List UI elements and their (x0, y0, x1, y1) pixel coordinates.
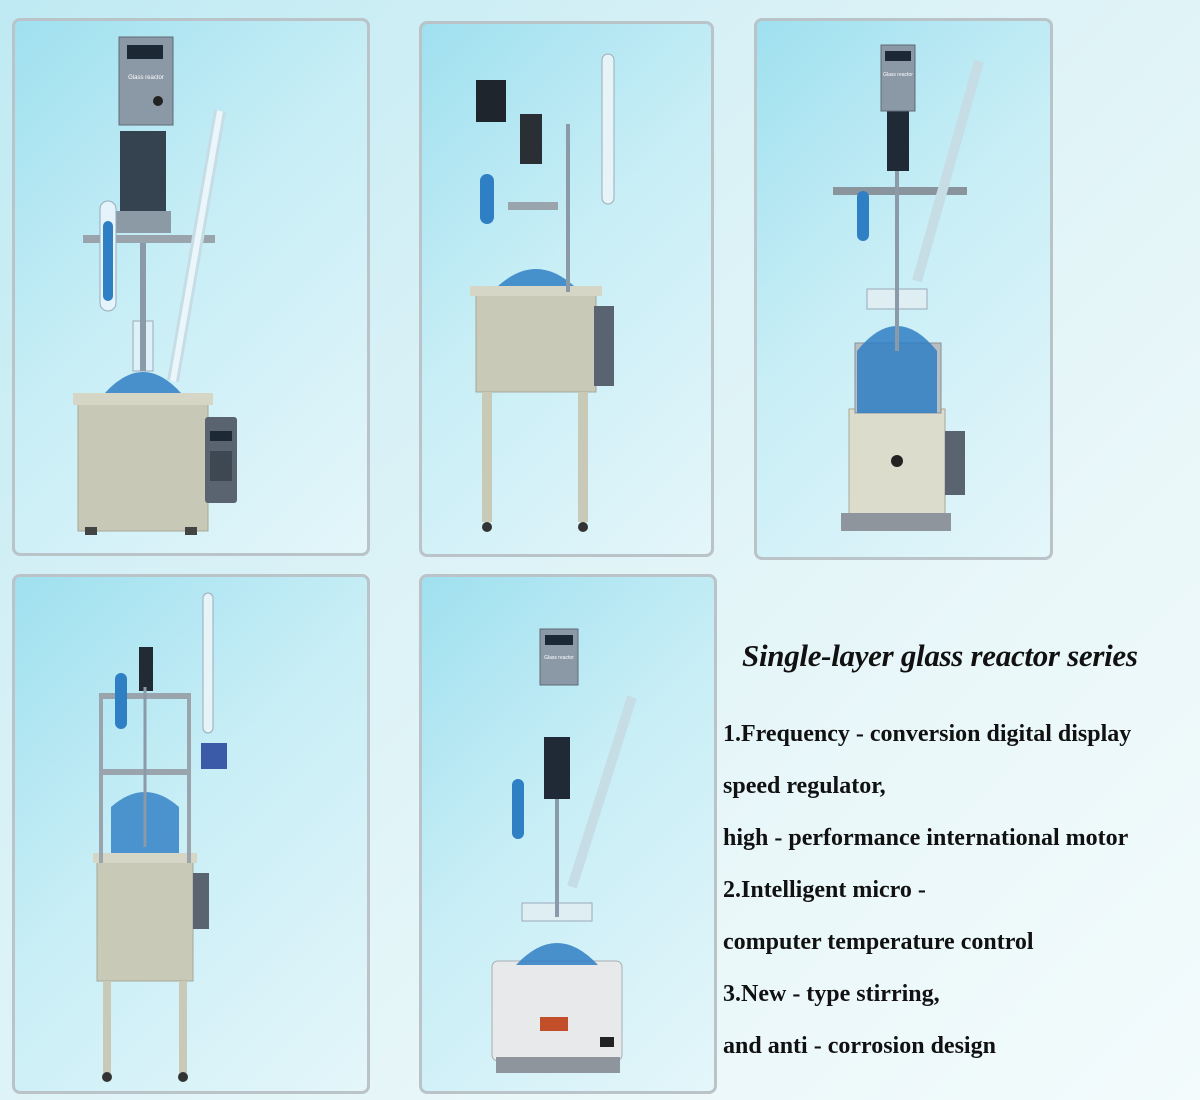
device-label: Glass reactor (883, 72, 913, 78)
product-photo-benchtop-reactor: Glass reactor (12, 18, 370, 556)
feature-line: 3.New - type stirring, (723, 981, 940, 1007)
series-heading: Single-layer glass reactor series (742, 638, 1138, 673)
feature-line: high - performance international motor (723, 825, 1129, 851)
feature-list: 1.Frequency - conversion digital display… (723, 716, 1199, 1080)
device-label: Glass reactor (128, 75, 164, 81)
product-photo-mantle-reactor: Glass reactor (419, 574, 717, 1094)
feature-line: speed regulator, (723, 773, 886, 799)
product-photo-floor-reactor (419, 21, 714, 557)
feature-line: computer temperature control (723, 929, 1034, 955)
feature-line: 1.Frequency - conversion digital display (723, 721, 1132, 747)
product-photo-heating-pot-reactor: Glass reactor (754, 18, 1053, 560)
feature-line: and anti - corrosion design (723, 1033, 996, 1059)
feature-line: 2.Intelligent micro - (723, 877, 926, 903)
product-photo-tall-framed-reactor (12, 574, 370, 1094)
device-label: Glass reactor (544, 655, 574, 661)
